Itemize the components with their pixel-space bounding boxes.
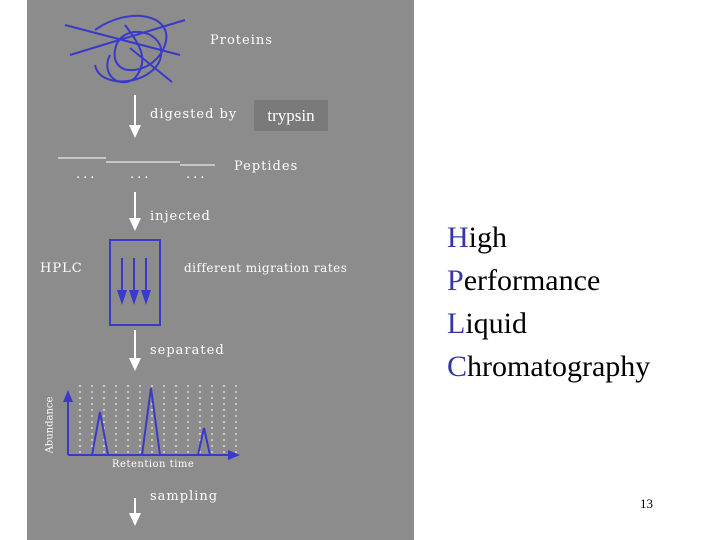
flow-arrow-3 [129,330,141,371]
migration-label: different migration rates [184,262,347,274]
peak-3 [198,428,210,455]
abundance-label: Abundance [45,397,55,454]
peptide-dots-3: ... [186,168,207,181]
proteins-label: Proteins [210,34,273,47]
chromatogram [63,385,240,460]
page-number: 13 [640,496,653,512]
peptide-dots-2: ... [130,168,151,181]
trypsin-label: trypsin [254,100,328,131]
sampling-label: sampling [150,490,218,503]
y-axis-arrow [63,390,73,402]
peptide-dots-1: ... [76,168,97,181]
acronym-line-high: High [447,216,650,259]
acronym-line-liquid: Liquid [447,302,650,345]
acronym-line-chromatography: Chromatography [447,345,650,388]
peak-1 [92,412,108,455]
peak-2 [142,388,160,455]
retention-label: Retention time [112,460,194,470]
injected-label: injected [150,210,211,223]
separated-label: separated [150,344,225,357]
acronym-line-performance: Performance [447,259,650,302]
protein-tangle-icon [65,16,185,82]
peptide-fragments [58,158,215,165]
hplc-acronym: High Performance Liquid Chromatography [447,216,650,388]
digested-label: digested by [150,108,237,121]
flow-arrow-4 [129,498,141,526]
flow-arrow-1 [129,95,141,138]
flow-arrow-2 [129,192,141,231]
x-axis-arrow [228,450,240,460]
hplc-label: HPLC [40,262,83,275]
hplc-column-icon [110,240,160,325]
peptides-label: Peptides [234,160,298,173]
